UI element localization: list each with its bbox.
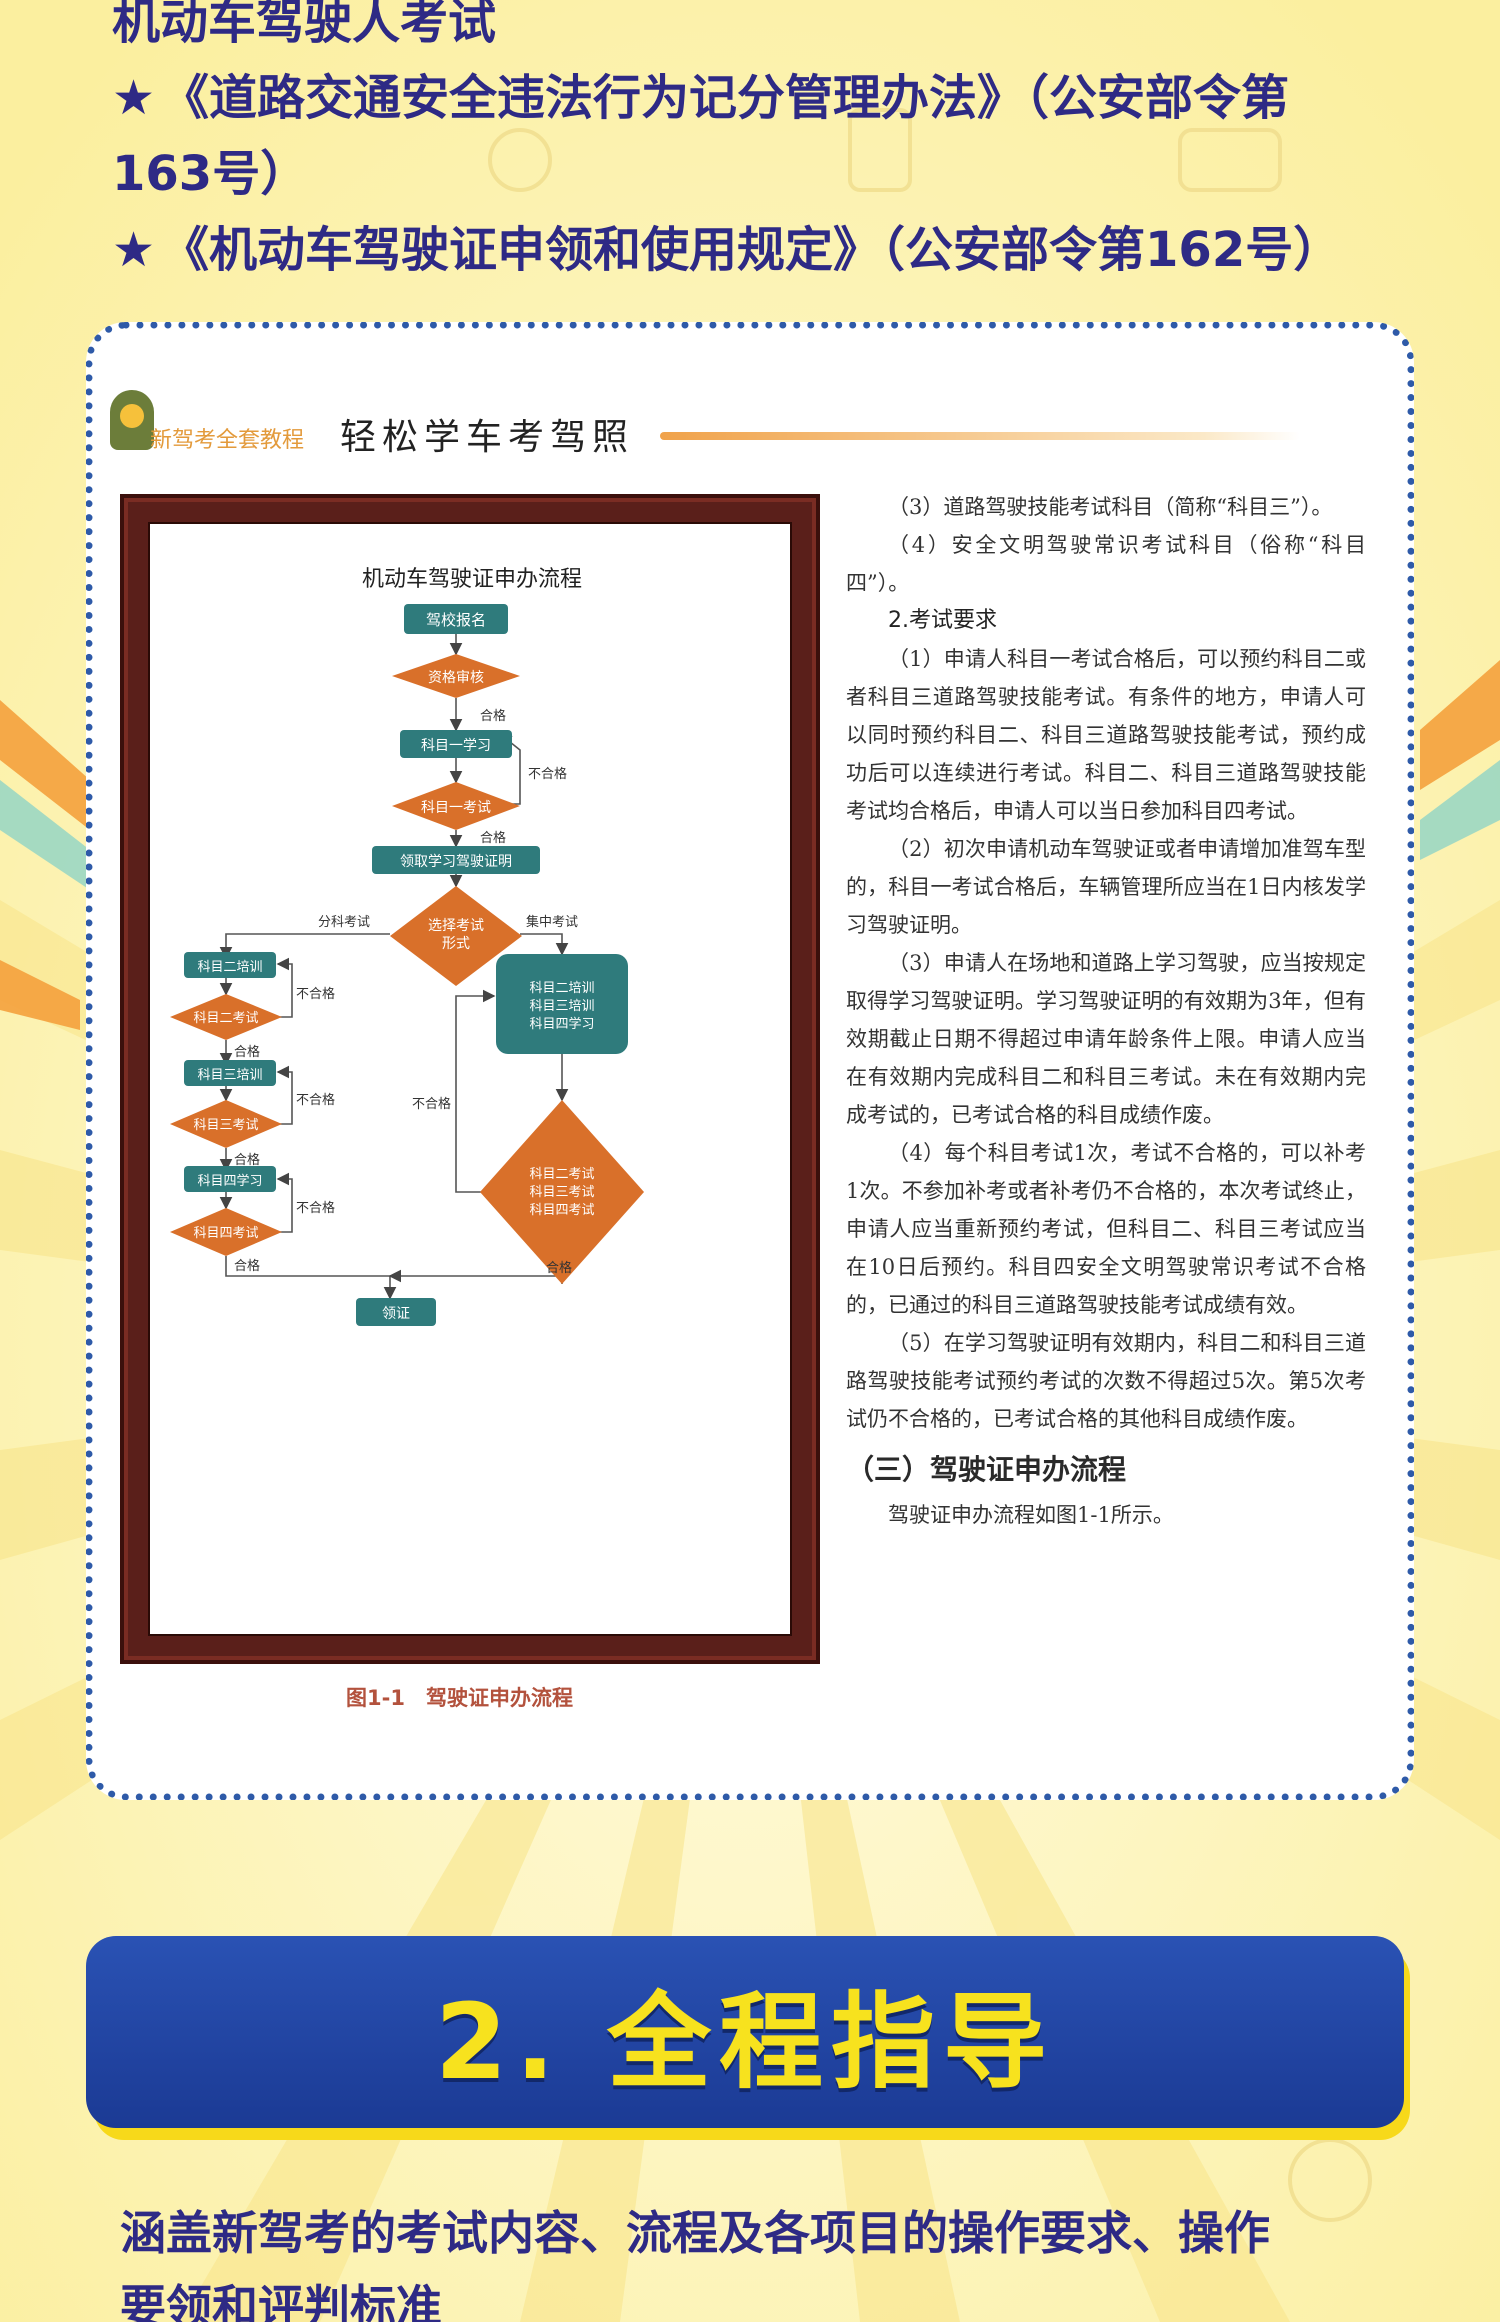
node-k3-train-label: 科目三培训 xyxy=(197,1067,262,1083)
node-k4-exam-label: 科目四考试 xyxy=(193,1226,258,1241)
book-page-content: 新驾考全套教程 轻松学车考驾照 xyxy=(104,366,1404,1766)
paragraph: （4）每个科目考试1次，考试不合格的，可以补考1次。不参加补考或者补考仍不合格的… xyxy=(846,1141,1366,1317)
label-fail: 不合格 xyxy=(296,1200,335,1216)
label-pass: 合格 xyxy=(480,708,506,724)
intro-line-1: ★《道路交通安全违法行为记分管理办法》（公安部令第 xyxy=(112,60,1412,136)
flowchart-canvas: 机动车驾驶证申办流程 驾校报名 资格审核 合格 科目一学习 科目一考试 不合格 … xyxy=(148,522,792,1636)
section-description: 涵盖新驾考的考试内容、流程及各项目的操作要求、操作 要领和评判标准 xyxy=(120,2196,1420,2322)
label-separate: 分科考试 xyxy=(318,915,370,930)
label-fail: 不合格 xyxy=(528,766,567,782)
node-k1-study xyxy=(400,730,512,758)
description-line-2: 要领和评判标准 xyxy=(120,2280,442,2322)
flowchart-frame: 机动车驾驶证申办流程 驾校报名 资格审核 合格 科目一学习 科目一考试 不合格 … xyxy=(120,494,820,1664)
label-pass: 合格 xyxy=(234,1258,260,1274)
node-k3-train xyxy=(184,1060,276,1086)
node-k4-exam xyxy=(170,1208,282,1256)
header-rule xyxy=(660,432,1300,440)
node-permit xyxy=(372,846,540,874)
paragraph: （2）初次申请机动车驾驶证或者申请增加准驾车型的，科目一考试合格后，车辆管理所应… xyxy=(846,837,1366,937)
label-fail: 不合格 xyxy=(412,1096,451,1112)
label-fail: 不合格 xyxy=(296,1092,335,1108)
node-combo-exam-2: 科目三考试 xyxy=(529,1185,594,1200)
label-pass: 合格 xyxy=(234,1152,260,1168)
node-choose-label-1: 选择考试 xyxy=(428,918,484,934)
node-k2-exam xyxy=(170,994,282,1040)
paragraph: （5）在学习驾驶证明有效期内，科目二和科目三道路驾驶技能考试预约考试的次数不得超… xyxy=(846,1331,1366,1431)
node-k4-study xyxy=(184,1166,276,1192)
node-choose-label-2: 形式 xyxy=(442,936,470,952)
label-together: 集中考试 xyxy=(526,914,578,930)
node-k1-exam xyxy=(392,782,520,830)
node-qualify xyxy=(392,654,520,698)
intro-line-3: ★《机动车驾驶证申领和使用规定》（公安部令第162号） xyxy=(112,212,1412,288)
flowchart-diagram: 机动车驾驶证申办流程 驾校报名 资格审核 合格 科目一学习 科目一考试 不合格 … xyxy=(170,567,644,1326)
figure-caption: 图1-1 驾驶证申办流程 xyxy=(346,1686,573,1710)
section-banner: 2. 全程指导 xyxy=(86,1936,1404,2128)
intro-line-3-text: 《机动车驾驶证申领和使用规定》（公安部令第162号） xyxy=(161,222,1342,278)
node-k1-study-label: 科目一学习 xyxy=(421,738,491,754)
paragraph: （3）申请人在场地和道路上学习驾驶，应当按规定取得学习驾驶证明。学习驾驶证明的有… xyxy=(846,951,1366,1127)
label-pass: 合格 xyxy=(234,1044,260,1060)
node-k2-train-label: 科目二培训 xyxy=(197,959,262,975)
book-header: 新驾考全套教程 轻松学车考驾照 xyxy=(104,366,1304,466)
subheading: 2.考试要求 xyxy=(888,608,997,633)
paragraph: （4）安全文明驾驶常识考试科目（俗称“科目四”）。 xyxy=(846,533,1366,595)
node-k2-train xyxy=(184,952,276,978)
label-pass: 合格 xyxy=(480,830,506,846)
node-combo-train-1: 科目二培训 xyxy=(529,980,594,996)
node-k3-exam xyxy=(170,1100,282,1148)
node-combo-train xyxy=(496,954,628,1054)
paragraph: 驾驶证申办流程如图1-1所示。 xyxy=(888,1503,1174,1527)
star-icon: ★ xyxy=(112,70,156,126)
node-combo-train-3: 科目四学习 xyxy=(529,1016,594,1032)
banner-title: 2. 全程指导 xyxy=(434,1980,1056,2103)
label-fail: 不合格 xyxy=(296,986,335,1002)
intro-text: 机动车驾驶人考试 ★《道路交通安全违法行为记分管理办法》（公安部令第 163号）… xyxy=(112,0,1412,288)
node-combo-train-2: 科目三培训 xyxy=(529,998,594,1014)
node-choose xyxy=(390,886,522,986)
node-k3-exam-label: 科目三考试 xyxy=(193,1118,258,1133)
paragraph: （1）申请人科目一考试合格后，可以预约科目二或者科目三道路驾驶技能考试。有条件的… xyxy=(846,647,1366,823)
node-qualify-label: 资格审核 xyxy=(428,670,484,686)
node-combo-exam xyxy=(480,1100,644,1284)
node-combo-exam-1: 科目二考试 xyxy=(529,1167,594,1182)
intro-line-2: 163号） xyxy=(112,146,309,202)
book-logo-icon xyxy=(110,390,154,450)
node-combo-exam-3: 科目四考试 xyxy=(529,1203,594,1218)
star-icon: ★ xyxy=(112,222,156,278)
node-signup-label: 驾校报名 xyxy=(426,611,486,629)
book-series: 新驾考全套教程 xyxy=(150,428,305,453)
node-k4-study-label: 科目四学习 xyxy=(197,1173,262,1189)
node-license xyxy=(356,1298,436,1326)
node-signup xyxy=(404,604,508,634)
intro-line-0: 机动车驾驶人考试 xyxy=(112,0,497,50)
label-pass: 合格 xyxy=(546,1260,572,1276)
body-text-column: （3）道路驾驶技能考试科目（简称“科目三”）。 （4）安全文明驾驶常识考试科目（… xyxy=(846,488,1366,1534)
flowchart-title: 机动车驾驶证申办流程 xyxy=(362,567,582,592)
node-permit-label: 领取学习驾驶证明 xyxy=(400,854,512,870)
intro-line-1-text: 《道路交通安全违法行为记分管理办法》（公安部令第 xyxy=(161,70,1290,126)
book-title: 轻松学车考驾照 xyxy=(340,417,635,458)
description-line-1: 涵盖新驾考的考试内容、流程及各项目的操作要求、操作 xyxy=(120,2206,1270,2260)
node-k2-exam-label: 科目二考试 xyxy=(193,1011,258,1026)
node-k1-exam-label: 科目一考试 xyxy=(421,800,491,816)
node-license-label: 领证 xyxy=(382,1306,410,1322)
paragraph: （3）道路驾驶技能考试科目（简称“科目三”）。 xyxy=(888,495,1333,519)
section-heading: （三）驾驶证申办流程 xyxy=(846,1453,1127,1486)
